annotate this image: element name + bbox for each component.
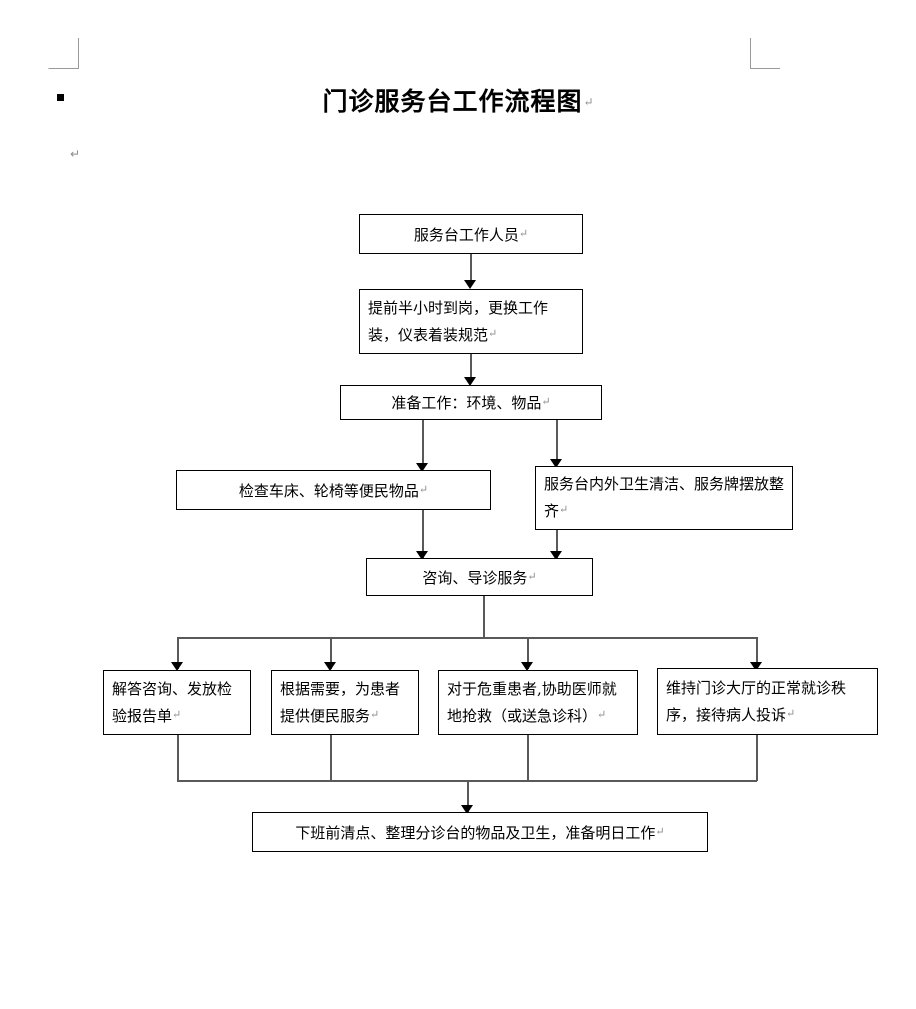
connector-bus-n8-line	[330, 637, 332, 669]
connector-n3-n4-arrow	[416, 463, 428, 472]
connector-bus-n10-arrow	[750, 662, 762, 671]
page-title: 门诊服务台工作流程图↵	[0, 82, 916, 118]
connector-merge-n11-arrow	[461, 805, 473, 814]
flow-node-answer-inquiries-reports[interactable]: 解答咨询、发放检验报告单↵	[103, 670, 251, 735]
connector-bus-n7-line	[177, 637, 179, 669]
flow-node-maintain-order-complaints[interactable]: 维持门诊大厅的正常就诊秩序，接待病人投诉↵	[657, 668, 878, 735]
flow-node-critical-patient-rescue[interactable]: 对于危重患者,协助医师就地抢救（或送急诊科）↵	[438, 670, 638, 735]
flow-node-text: 准备工作：环境、物品↵	[391, 394, 551, 412]
connector-n4-n6-arrow	[416, 551, 428, 560]
flow-node-service-desk-staff[interactable]: 服务台工作人员↵	[359, 214, 583, 254]
connector-bus-n9-line	[527, 637, 529, 669]
connector-n5-n6-line	[556, 530, 558, 558]
flow-node-arrive-early-uniform[interactable]: 提前半小时到岗，更换工作装，仪表着装规范↵	[359, 289, 583, 354]
connector-bus-n8-arrow	[324, 662, 336, 671]
connector-n1-n2-arrow	[464, 280, 476, 289]
connector-n6-bus-stem	[483, 588, 485, 638]
connector-n7-merge-line	[177, 735, 179, 781]
flow-node-end-of-shift-tidy[interactable]: 下班前清点、整理分诊台的物品及卫生，准备明日工作↵	[252, 812, 708, 852]
connector-n2-n3-arrow	[464, 377, 476, 386]
flow-node-text: 解答咨询、发放检验报告单↵	[112, 679, 233, 725]
connector-n5-n6-arrow	[550, 551, 562, 560]
bullet-square-mark	[57, 94, 64, 101]
connector-n3-n4-line	[422, 420, 424, 468]
flow-node-text: 服务台内外卫生清洁、服务牌摆放整齐↵	[544, 475, 785, 520]
connector-n3-n5-line	[556, 420, 558, 465]
connector-n4-n6-line	[422, 510, 424, 558]
connector-bus-n7-arrow	[171, 662, 183, 671]
connector-n9-merge-line	[527, 735, 529, 781]
flow-node-text: 根据需要，为患者提供便民服务↵	[280, 679, 401, 725]
connector-n8-merge-line	[330, 735, 332, 781]
flow-node-text: 咨询、导诊服务↵	[422, 568, 537, 587]
flow-node-text: 提前半小时到岗，更换工作装，仪表着装规范↵	[368, 298, 549, 344]
flow-node-text: 服务台工作人员↵	[413, 225, 529, 244]
connector-bus-n10-line	[756, 637, 758, 669]
page-title-return-mark: ↵	[583, 95, 594, 109]
connector-distribution-bus	[177, 637, 756, 639]
flow-node-preparation-work[interactable]: 准备工作：环境、物品↵	[340, 385, 602, 420]
connector-n1-n2-line	[470, 254, 472, 282]
flow-node-convenience-services[interactable]: 根据需要，为患者提供便民服务↵	[271, 670, 419, 735]
paragraph-return-mark: ↵	[70, 147, 81, 161]
connector-n3-n5-arrow	[550, 459, 562, 468]
flow-node-text: 维持门诊大厅的正常就诊秩序，接待病人投诉↵	[666, 678, 847, 724]
connector-n2-n3-line	[470, 354, 472, 380]
flow-node-check-beds-wheelchairs[interactable]: 检查车床、轮椅等便民物品↵	[176, 470, 491, 510]
connector-bus-n9-arrow	[521, 662, 533, 671]
flow-node-hygiene-signage[interactable]: 服务台内外卫生清洁、服务牌摆放整齐↵	[535, 466, 793, 530]
flow-node-text: 对于危重患者,协助医师就地抢救（或送急诊科）↵	[447, 679, 617, 725]
flow-node-text: 下班前清点、整理分诊台的物品及卫生，准备明日工作↵	[295, 823, 665, 842]
flow-node-text: 检查车床、轮椅等便民物品↵	[238, 481, 429, 500]
connector-n10-merge-line	[756, 735, 758, 781]
margin-corner-mark-top-left	[48, 38, 79, 69]
page-title-text: 门诊服务台工作流程图	[322, 87, 583, 116]
connector-merge-n11-line	[467, 780, 469, 812]
flow-node-consultation-guidance[interactable]: 咨询、导诊服务↵	[366, 558, 593, 596]
margin-corner-mark-top-right	[750, 38, 780, 69]
